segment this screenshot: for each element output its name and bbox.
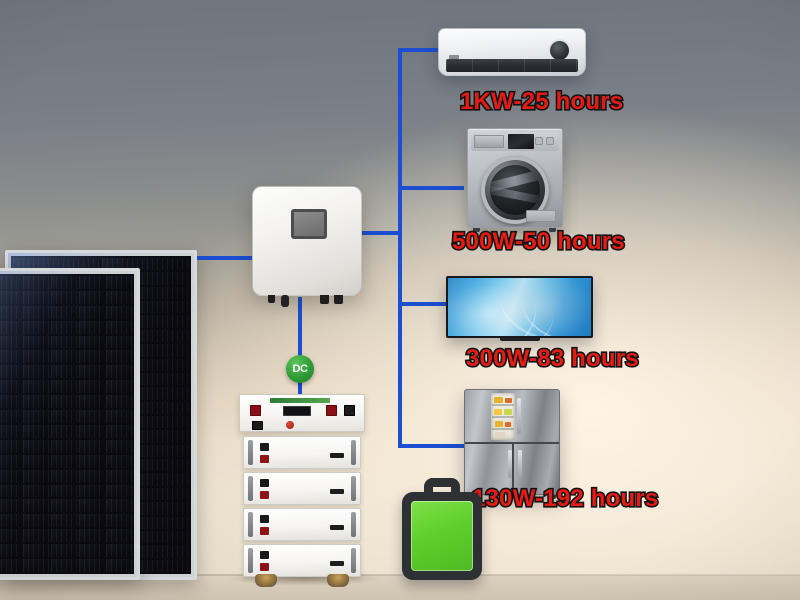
wire-inverter-to-trunk — [360, 231, 402, 235]
breaker-switch[interactable] — [252, 421, 263, 430]
washer-badge — [526, 210, 556, 222]
tv-stand — [500, 338, 540, 341]
fridge-item — [495, 432, 505, 438]
ac-display-dial[interactable] — [550, 41, 569, 60]
inverter-display[interactable] — [291, 209, 327, 239]
washing-machine[interactable] — [467, 128, 563, 228]
ac-louver-vent — [446, 59, 578, 72]
fridge-handle[interactable] — [518, 450, 522, 478]
washer-display[interactable] — [508, 134, 534, 149]
detergent-drawer[interactable] — [474, 135, 504, 148]
battery-control-unit[interactable] — [239, 394, 365, 432]
module-rail — [351, 512, 356, 537]
washer-foot — [549, 228, 556, 232]
solar-panel-front[interactable] — [0, 268, 140, 580]
module-label — [330, 453, 344, 458]
module-rail — [248, 512, 253, 537]
wire-main-trunk — [398, 48, 402, 448]
fridge-item — [494, 409, 502, 415]
battery-icon-terminal — [424, 478, 460, 500]
wire-trunk-to-air-conditioner — [398, 48, 440, 52]
module-switch[interactable] — [260, 443, 269, 451]
fridge-handle[interactable] — [517, 398, 521, 434]
module-switch[interactable] — [260, 551, 269, 559]
battery-icon-body — [402, 492, 482, 580]
module-rail — [351, 476, 356, 501]
module-indicator — [260, 491, 269, 499]
module-rail — [248, 440, 253, 465]
dc-badge: DC — [286, 355, 314, 383]
inverter-port — [334, 295, 343, 304]
fridge-item — [505, 398, 512, 403]
terminal-positive[interactable] — [326, 405, 337, 416]
fridge-handle[interactable] — [508, 450, 512, 478]
battery-icon-charge-fill — [411, 501, 473, 571]
fridge-item — [504, 409, 512, 415]
television[interactable] — [446, 276, 593, 338]
washer-door-glass — [490, 165, 540, 215]
module-indicator — [260, 527, 269, 535]
module-label — [330, 489, 344, 494]
washer-knobs[interactable] — [535, 136, 555, 147]
fridge-item — [495, 421, 503, 427]
control-display[interactable] — [283, 406, 311, 416]
air-conditioner[interactable] — [438, 28, 586, 76]
rack-foot — [255, 574, 277, 587]
module-rail — [351, 440, 356, 465]
wire-panel-to-inverter — [192, 256, 258, 260]
fridge-shelf — [492, 404, 514, 406]
refrigerator[interactable] — [464, 389, 560, 495]
wire-inverter-to-dc — [298, 297, 302, 359]
floor-horizon-line — [0, 574, 800, 576]
battery-rack[interactable] — [229, 394, 379, 587]
wire-trunk-to-washing-machine — [398, 186, 464, 190]
washer-foot — [473, 228, 480, 232]
inverter-port — [320, 295, 329, 304]
battery-module[interactable] — [243, 472, 361, 505]
module-indicator — [260, 455, 269, 463]
inverter[interactable] — [252, 186, 362, 296]
wire-trunk-to-refrigerator — [398, 444, 466, 448]
module-indicator — [260, 563, 269, 571]
battery-module[interactable] — [243, 544, 361, 577]
fridge-item — [505, 422, 511, 427]
fridge-shelf — [492, 416, 514, 418]
solar-cell — [102, 258, 189, 271]
terminal-positive[interactable] — [250, 405, 261, 416]
module-rail — [248, 476, 253, 501]
tv-screen — [448, 278, 591, 336]
battery-icon[interactable] — [402, 478, 482, 580]
fridge-door-seam — [512, 444, 514, 494]
fridge-foot — [548, 495, 556, 499]
label-air-conditioner: 1KW-25 hours — [458, 86, 624, 116]
module-switch[interactable] — [260, 515, 269, 523]
inverter-port — [268, 295, 275, 303]
module-switch[interactable] — [260, 479, 269, 487]
fridge-open-door-interior — [491, 393, 515, 440]
inverter-dc-port — [281, 295, 289, 307]
washer-control-panel[interactable] — [471, 132, 559, 151]
module-label — [330, 561, 344, 566]
module-label — [330, 525, 344, 530]
label-washing-machine: 500W-50 hours — [450, 226, 626, 256]
fridge-shelf — [492, 428, 514, 430]
solar-cell — [13, 258, 100, 271]
status-led-strip — [270, 398, 330, 403]
battery-module[interactable] — [243, 436, 361, 469]
label-television: 300W-83 hours — [464, 343, 640, 373]
module-rail — [351, 548, 356, 573]
wire-trunk-to-television — [398, 302, 446, 306]
ac-brand-logo — [449, 55, 459, 60]
fridge-item — [494, 397, 503, 403]
power-knob[interactable] — [286, 421, 294, 429]
fridge-door-seam — [465, 442, 559, 444]
label-refrigerator: 130W-192 hours — [470, 483, 659, 513]
terminal-negative[interactable] — [344, 405, 355, 416]
module-rail — [248, 548, 253, 573]
wire-dc-to-battery — [298, 381, 302, 395]
rack-foot — [327, 574, 349, 587]
battery-module[interactable] — [243, 508, 361, 541]
